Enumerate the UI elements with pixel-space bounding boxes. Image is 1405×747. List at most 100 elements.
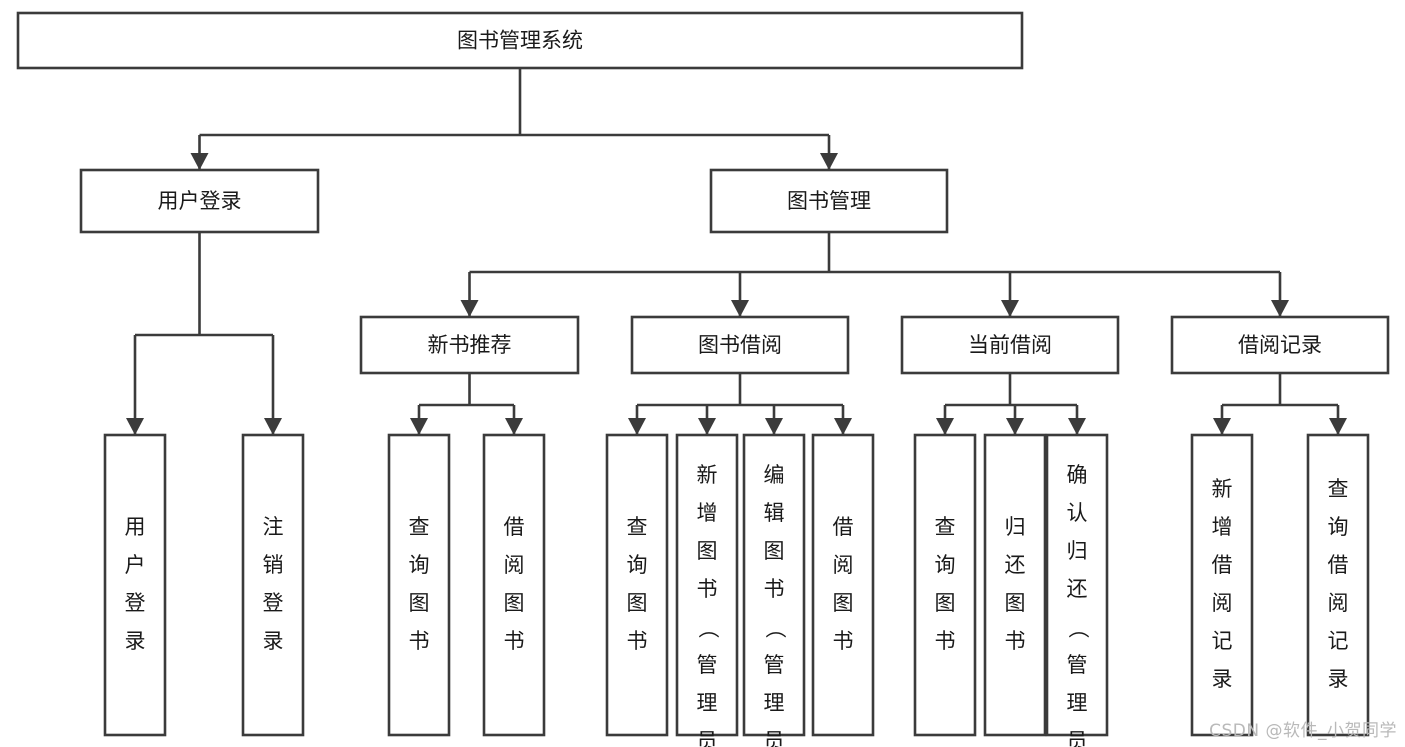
- node-label-leaf-query-book-1: 图: [409, 591, 430, 615]
- node-label-leaf-query-book-2: 书: [627, 629, 648, 653]
- node-box-current-borrow[interactable]: [900, 315, 1120, 375]
- node-label-leaf-borrow-book-2: 书: [833, 629, 854, 653]
- node-box-borrow-records[interactable]: [1170, 315, 1390, 375]
- node-label-leaf-query-book-2: 询: [627, 553, 648, 577]
- node-label-leaf-borrow-book-2: 借: [833, 515, 854, 539]
- arrow-head-icon: [820, 153, 838, 170]
- node-label-leaf-query-borrow-record: 记: [1328, 629, 1349, 653]
- node-book-management[interactable]: 图书管理: [709, 168, 949, 234]
- arrow-head-icon: [731, 300, 749, 317]
- node-label-new-book-recommend: 新书推荐: [428, 333, 512, 357]
- node-label-leaf-edit-book-admin: 员: [764, 729, 785, 747]
- node-label-leaf-query-borrow-record: 阅: [1328, 591, 1349, 615]
- node-label-borrow-records: 借阅记录: [1238, 333, 1322, 357]
- node-borrow-records[interactable]: 借阅记录: [1170, 315, 1390, 375]
- node-box-leaf-return-book[interactable]: [983, 433, 1047, 737]
- node-book-borrow[interactable]: 图书借阅: [630, 315, 850, 375]
- node-box-leaf-borrow-book-2[interactable]: [811, 433, 875, 737]
- node-label-leaf-query-book-1: 书: [409, 629, 430, 653]
- node-label-leaf-add-borrow-record: 借: [1212, 553, 1233, 577]
- node-box-leaf-user-login[interactable]: [103, 433, 167, 737]
- node-label-leaf-confirm-return-admin: 员: [1067, 729, 1088, 747]
- node-label-leaf-user-logout: 录: [263, 629, 284, 653]
- arrow-head-icon: [410, 418, 428, 435]
- node-label-leaf-edit-book-admin: 书: [764, 577, 785, 601]
- node-label-leaf-user-login: 登: [125, 591, 146, 615]
- arrow-head-icon: [505, 418, 523, 435]
- arrow-head-icon: [126, 418, 144, 435]
- node-label-leaf-edit-book-admin: 图: [764, 539, 785, 563]
- node-box-book-management[interactable]: [709, 168, 949, 234]
- node-label-leaf-query-book-3: 图: [935, 591, 956, 615]
- node-box-root[interactable]: [16, 11, 1024, 70]
- node-box-leaf-add-book-admin[interactable]: [675, 433, 739, 737]
- node-label-leaf-edit-book-admin: 管: [764, 653, 785, 677]
- node-label-leaf-add-book-admin: 图: [697, 539, 718, 563]
- node-user-login[interactable]: 用户登录: [79, 168, 320, 234]
- node-label-leaf-borrow-book-1: 借: [504, 515, 525, 539]
- node-label-leaf-confirm-return-admin: 管: [1067, 653, 1088, 677]
- node-label-leaf-edit-book-admin: 辑: [764, 501, 785, 525]
- node-label-leaf-borrow-book-2: 阅: [833, 553, 854, 577]
- arrow-head-icon: [936, 418, 954, 435]
- node-box-leaf-query-book-3[interactable]: [913, 433, 977, 737]
- node-label-leaf-user-logout: 销: [263, 553, 284, 577]
- node-label-leaf-user-login: 录: [125, 629, 146, 653]
- arrow-head-icon: [190, 153, 209, 170]
- node-box-book-borrow[interactable]: [630, 315, 850, 375]
- node-label-leaf-query-borrow-record: 查: [1328, 477, 1349, 501]
- node-label-leaf-query-book-3: 书: [935, 629, 956, 653]
- node-label-leaf-confirm-return-admin: 认: [1067, 501, 1088, 525]
- node-label-book-borrow: 图书借阅: [698, 333, 782, 357]
- node-label-leaf-return-book: 书: [1005, 629, 1026, 653]
- node-label-leaf-add-borrow-record: 记: [1212, 629, 1233, 653]
- node-box-new-book-recommend[interactable]: [359, 315, 580, 375]
- arrow-head-icon: [1001, 300, 1019, 317]
- arrow-head-icon: [264, 418, 282, 435]
- arrow-head-icon: [1068, 418, 1086, 435]
- node-label-leaf-return-book: 还: [1005, 553, 1026, 577]
- arrow-head-icon: [460, 300, 479, 317]
- node-label-leaf-query-borrow-record: 借: [1328, 553, 1349, 577]
- node-label-leaf-edit-book-admin: （: [763, 618, 787, 639]
- arrow-head-icon: [765, 418, 783, 435]
- node-label-leaf-query-book-1: 询: [409, 553, 430, 577]
- nodes-layer: 图书管理系统用户登录用户登录注销登录图书管理新书推荐查询图书借阅图书图书借阅查询…: [16, 11, 1390, 747]
- node-label-leaf-add-borrow-record: 阅: [1212, 591, 1233, 615]
- node-box-leaf-borrow-book-1[interactable]: [482, 433, 546, 737]
- node-new-book-recommend[interactable]: 新书推荐: [359, 315, 580, 375]
- node-root[interactable]: 图书管理系统: [16, 11, 1024, 70]
- node-label-leaf-confirm-return-admin: 还: [1067, 577, 1088, 601]
- node-label-leaf-user-login: 用: [125, 515, 146, 539]
- node-leaf-user-login[interactable]: 用户登录: [103, 433, 167, 737]
- node-box-user-login[interactable]: [79, 168, 320, 234]
- node-box-leaf-edit-book-admin[interactable]: [742, 433, 806, 737]
- node-label-leaf-borrow-book-2: 图: [833, 591, 854, 615]
- node-box-leaf-user-logout[interactable]: [241, 433, 305, 737]
- node-box-leaf-confirm-return-admin[interactable]: [1045, 433, 1109, 737]
- node-box-leaf-query-book-2[interactable]: [605, 433, 669, 737]
- node-label-current-borrow: 当前借阅: [968, 333, 1052, 357]
- node-box-leaf-query-book-1[interactable]: [387, 433, 451, 737]
- node-label-leaf-confirm-return-admin: （: [1066, 618, 1090, 639]
- node-label-leaf-add-book-admin: （: [696, 618, 720, 639]
- node-label-leaf-user-logout: 登: [263, 591, 284, 615]
- arrow-head-icon: [1213, 418, 1231, 435]
- node-label-leaf-add-borrow-record: 新: [1212, 477, 1233, 501]
- node-label-leaf-add-book-admin: 理: [697, 691, 718, 715]
- node-current-borrow[interactable]: 当前借阅: [900, 315, 1120, 375]
- node-box-leaf-query-borrow-record[interactable]: [1306, 433, 1370, 737]
- node-box-leaf-add-borrow-record[interactable]: [1190, 433, 1254, 737]
